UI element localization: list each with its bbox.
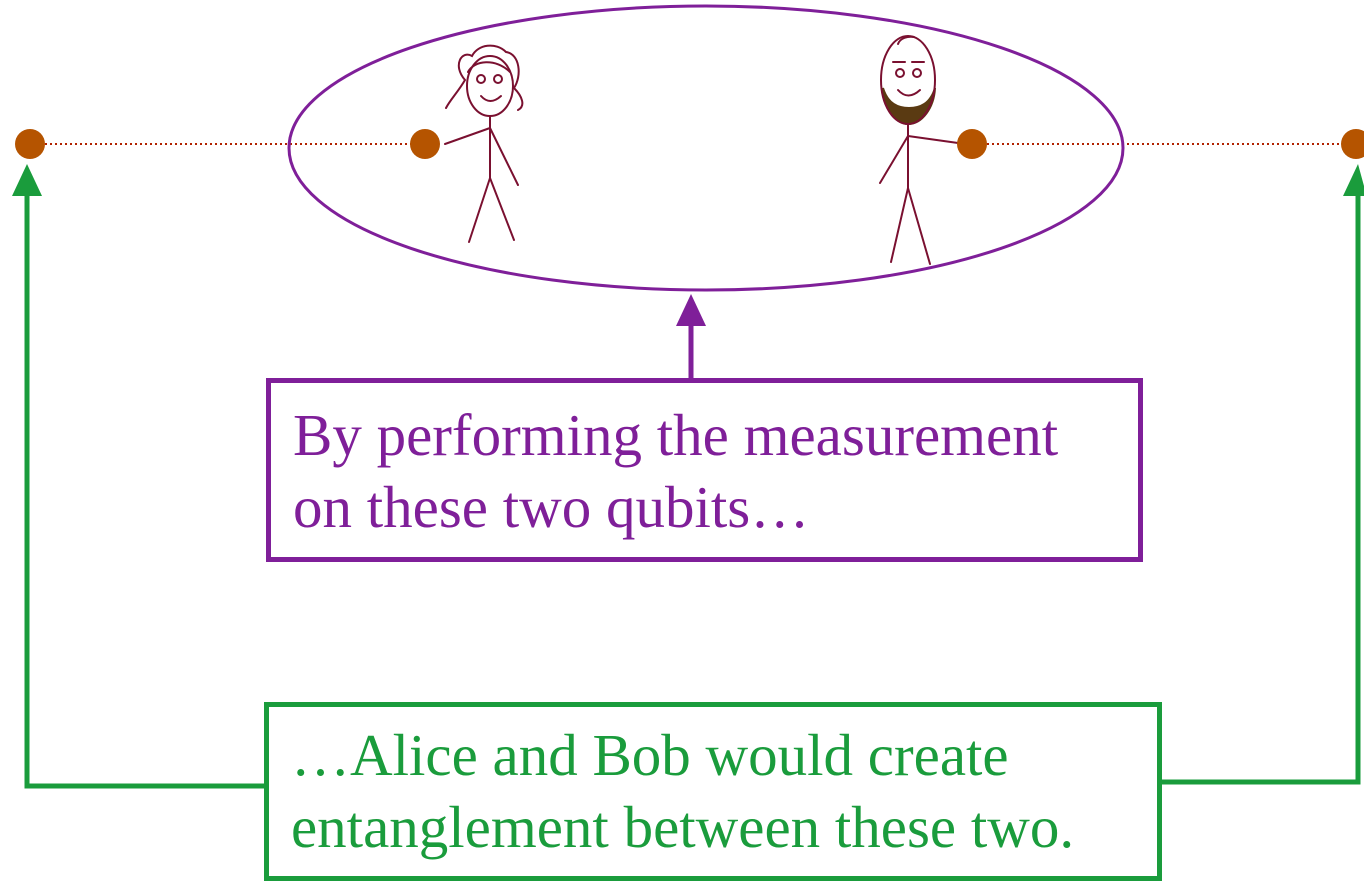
alice-smile [480, 95, 502, 102]
entanglement-caption-line-2: entanglement between these two. [291, 794, 1075, 860]
alice-arm-left [444, 127, 491, 145]
entanglement-caption-line-1: …Alice and Bob would create [291, 722, 1009, 788]
qubit-bob [957, 129, 987, 159]
alice-leg-left [468, 177, 491, 243]
measurement-caption-line-1: By performing the measurement [293, 402, 1059, 468]
qubit-far-left [15, 129, 45, 159]
entanglement-arrow-right [1160, 192, 1361, 785]
alice-eye-left [476, 74, 486, 84]
bob-hair-curl [897, 35, 915, 45]
qubit-alice [410, 129, 440, 159]
bob-figure [879, 35, 959, 265]
entanglement-caption-box: …Alice and Bob would create entanglement… [264, 702, 1162, 881]
alice-arm-right [489, 127, 519, 186]
bob-leg-left [890, 187, 909, 263]
entanglement-arrow-left [24, 192, 266, 789]
measurement-caption-line-2: on these two qubits… [293, 474, 810, 540]
alice-figure [444, 44, 524, 243]
measurement-caption-box: By performing the measurement on these t… [266, 378, 1143, 562]
bob-smile [897, 89, 921, 97]
alice-leg-right [489, 177, 515, 241]
alice-eye-right [493, 74, 503, 84]
entanglement-arrow-left-head [12, 164, 42, 196]
qubit-far-right [1341, 129, 1364, 159]
measurement-arrow-head [676, 294, 706, 326]
bob-eye-right [912, 68, 922, 78]
bob-eye-left [895, 68, 905, 78]
entanglement-arrow-right-head [1343, 164, 1364, 196]
bob-leg-right [907, 187, 931, 265]
alice-head [466, 55, 514, 117]
bob-arm-right [907, 135, 959, 144]
bob-arm-left [879, 135, 909, 184]
bob-beard [882, 87, 936, 126]
measurement-region [287, 4, 1125, 292]
